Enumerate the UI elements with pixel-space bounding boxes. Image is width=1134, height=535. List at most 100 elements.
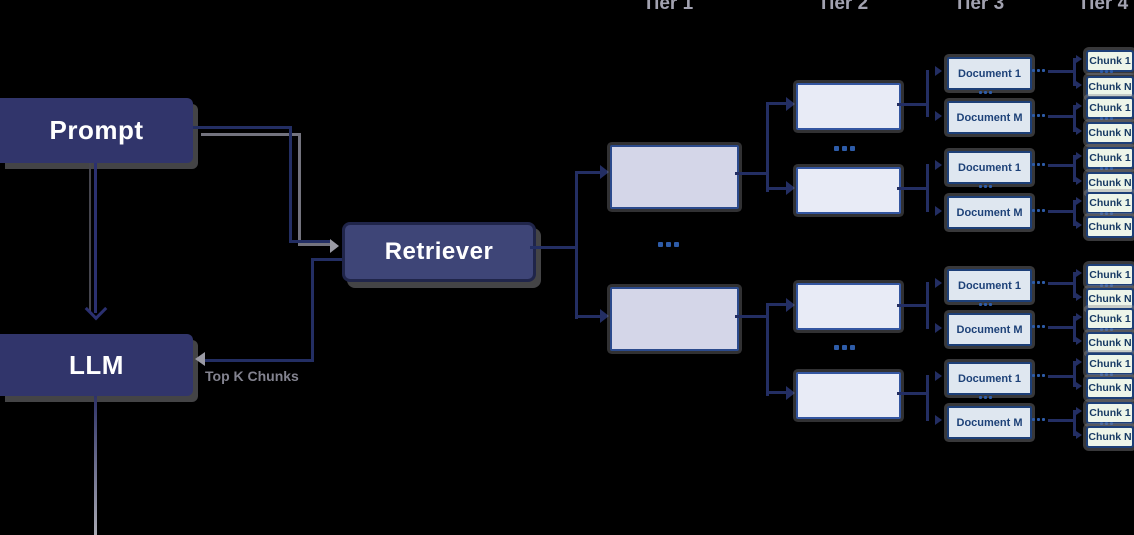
- chunk-label: Chunk N: [1088, 221, 1132, 233]
- doc-group-bracket: [926, 282, 929, 329]
- tier2-edge: [735, 172, 768, 175]
- document-label: Document M: [956, 111, 1023, 124]
- ellipsis-icon: [979, 185, 992, 188]
- llm-node-label: LLM: [69, 349, 124, 380]
- tier2-summary-node: [796, 283, 901, 330]
- document-label: Document 1: [958, 279, 1021, 292]
- chunk-label: Chunk 1: [1089, 313, 1131, 325]
- chunk-group-bracket: [1073, 58, 1076, 86]
- column-header-tier-2: Tier 2: [817, 0, 869, 14]
- document-node: Document M: [947, 406, 1032, 439]
- prompt-retriever-edge-shadow: [201, 133, 301, 136]
- chunk-label: Chunk N: [1088, 382, 1132, 394]
- ellipsis-icon: [1100, 422, 1113, 425]
- retriever-node: Retriever: [342, 222, 536, 282]
- doc-group-bracket: [926, 70, 929, 117]
- ellipsis-icon: [1032, 209, 1045, 212]
- prompt-retriever-edge: [289, 240, 331, 243]
- arrow-right-icon: [1076, 102, 1082, 110]
- chunk-node: Chunk 1: [1086, 402, 1134, 424]
- chunk-label: Chunk N: [1088, 431, 1132, 443]
- column-header-tier-1: Tier 1: [642, 0, 694, 14]
- arrow-right-icon: [330, 239, 339, 253]
- chunk-label: Chunk N: [1088, 177, 1132, 189]
- arrow-right-icon: [1076, 431, 1082, 439]
- chunk-group-bracket: [1073, 105, 1076, 132]
- arrow-right-icon: [786, 181, 795, 195]
- document-node: Document M: [947, 196, 1032, 229]
- ellipsis-icon: [1032, 114, 1045, 117]
- tier2-summary-node: [796, 167, 901, 214]
- chunk-node: Chunk N: [1086, 172, 1134, 194]
- document-label: Document 1: [958, 372, 1021, 385]
- ellipsis-icon: [1100, 70, 1113, 73]
- tier1-branch: [575, 171, 601, 174]
- document-label: Document M: [956, 416, 1023, 429]
- tier2-branch: [766, 102, 787, 105]
- arrow-right-icon: [1076, 269, 1082, 277]
- retriever-llm-edge: [311, 258, 314, 362]
- tier2-summary-node: [796, 83, 901, 130]
- tier2-branch: [766, 303, 787, 306]
- document-label: Document 1: [958, 161, 1021, 174]
- column-header-tier-4: Tier 4: [1077, 0, 1129, 14]
- arrow-right-icon: [600, 309, 609, 323]
- arrow-right-icon: [786, 386, 795, 400]
- arrow-right-icon: [1076, 337, 1082, 345]
- arrow-right-icon: [1076, 127, 1082, 135]
- arrow-right-icon: [935, 66, 942, 76]
- chunk-group-bracket: [1073, 155, 1076, 182]
- ellipsis-icon: [1032, 281, 1045, 284]
- ellipsis-icon: [979, 396, 992, 399]
- ellipsis-icon: [1100, 373, 1113, 376]
- chunk-label: Chunk 1: [1089, 102, 1131, 114]
- arrow-right-icon: [935, 160, 942, 170]
- arrow-right-icon: [935, 206, 942, 216]
- arrow-right-icon: [600, 165, 609, 179]
- chunk-group-bracket: [1073, 272, 1076, 298]
- chunk-label: Chunk 1: [1089, 55, 1131, 67]
- chunk-node: Chunk 1: [1086, 97, 1134, 119]
- ellipsis-icon: [1100, 284, 1113, 287]
- retriever-tree-edge: [530, 246, 577, 249]
- ellipsis-icon: [834, 345, 855, 350]
- document-node: Document M: [947, 101, 1032, 134]
- arrow-right-icon: [786, 97, 795, 111]
- chunk-group-bracket: [1073, 200, 1076, 226]
- ellipsis-icon: [1100, 117, 1113, 120]
- arrow-right-icon: [1076, 313, 1082, 321]
- chunk-node: Chunk 1: [1086, 264, 1134, 286]
- llm-output-edge: [94, 396, 97, 535]
- prompt-llm-edge-shadow: [89, 163, 91, 311]
- chunk-node: Chunk N: [1086, 332, 1134, 354]
- arrow-right-icon: [1076, 407, 1082, 415]
- tier1-summary-node: [610, 287, 739, 351]
- chunk-label: Chunk 1: [1089, 152, 1131, 164]
- doc-group-edge: [897, 304, 928, 307]
- document-label: Document 1: [958, 67, 1021, 80]
- arrow-right-icon: [1076, 81, 1082, 89]
- prompt-retriever-edge: [193, 126, 292, 129]
- prompt-node: Prompt: [0, 98, 193, 163]
- ellipsis-icon: [1032, 374, 1045, 377]
- tier2-summary-node: [796, 372, 901, 419]
- chunk-group-edge: [1048, 164, 1075, 167]
- chunk-label: Chunk 1: [1089, 269, 1131, 281]
- ellipsis-icon: [1100, 212, 1113, 215]
- chunk-node: Chunk 1: [1086, 353, 1134, 375]
- chunk-node: Chunk 1: [1086, 192, 1134, 214]
- chunk-node: Chunk N: [1086, 122, 1134, 144]
- document-node: Document 1: [947, 57, 1032, 90]
- arrow-right-icon: [1076, 197, 1082, 205]
- chunk-node: Chunk N: [1086, 288, 1134, 310]
- chunk-label: Chunk N: [1088, 81, 1132, 93]
- ellipsis-icon: [1032, 163, 1045, 166]
- document-node: Document 1: [947, 151, 1032, 184]
- arrow-right-icon: [1076, 382, 1082, 390]
- ellipsis-icon: [979, 303, 992, 306]
- chunk-node: Chunk 1: [1086, 147, 1134, 169]
- chunk-node: Chunk 1: [1086, 50, 1134, 72]
- tier2-branch: [766, 391, 787, 394]
- chunk-group-bracket: [1073, 361, 1076, 387]
